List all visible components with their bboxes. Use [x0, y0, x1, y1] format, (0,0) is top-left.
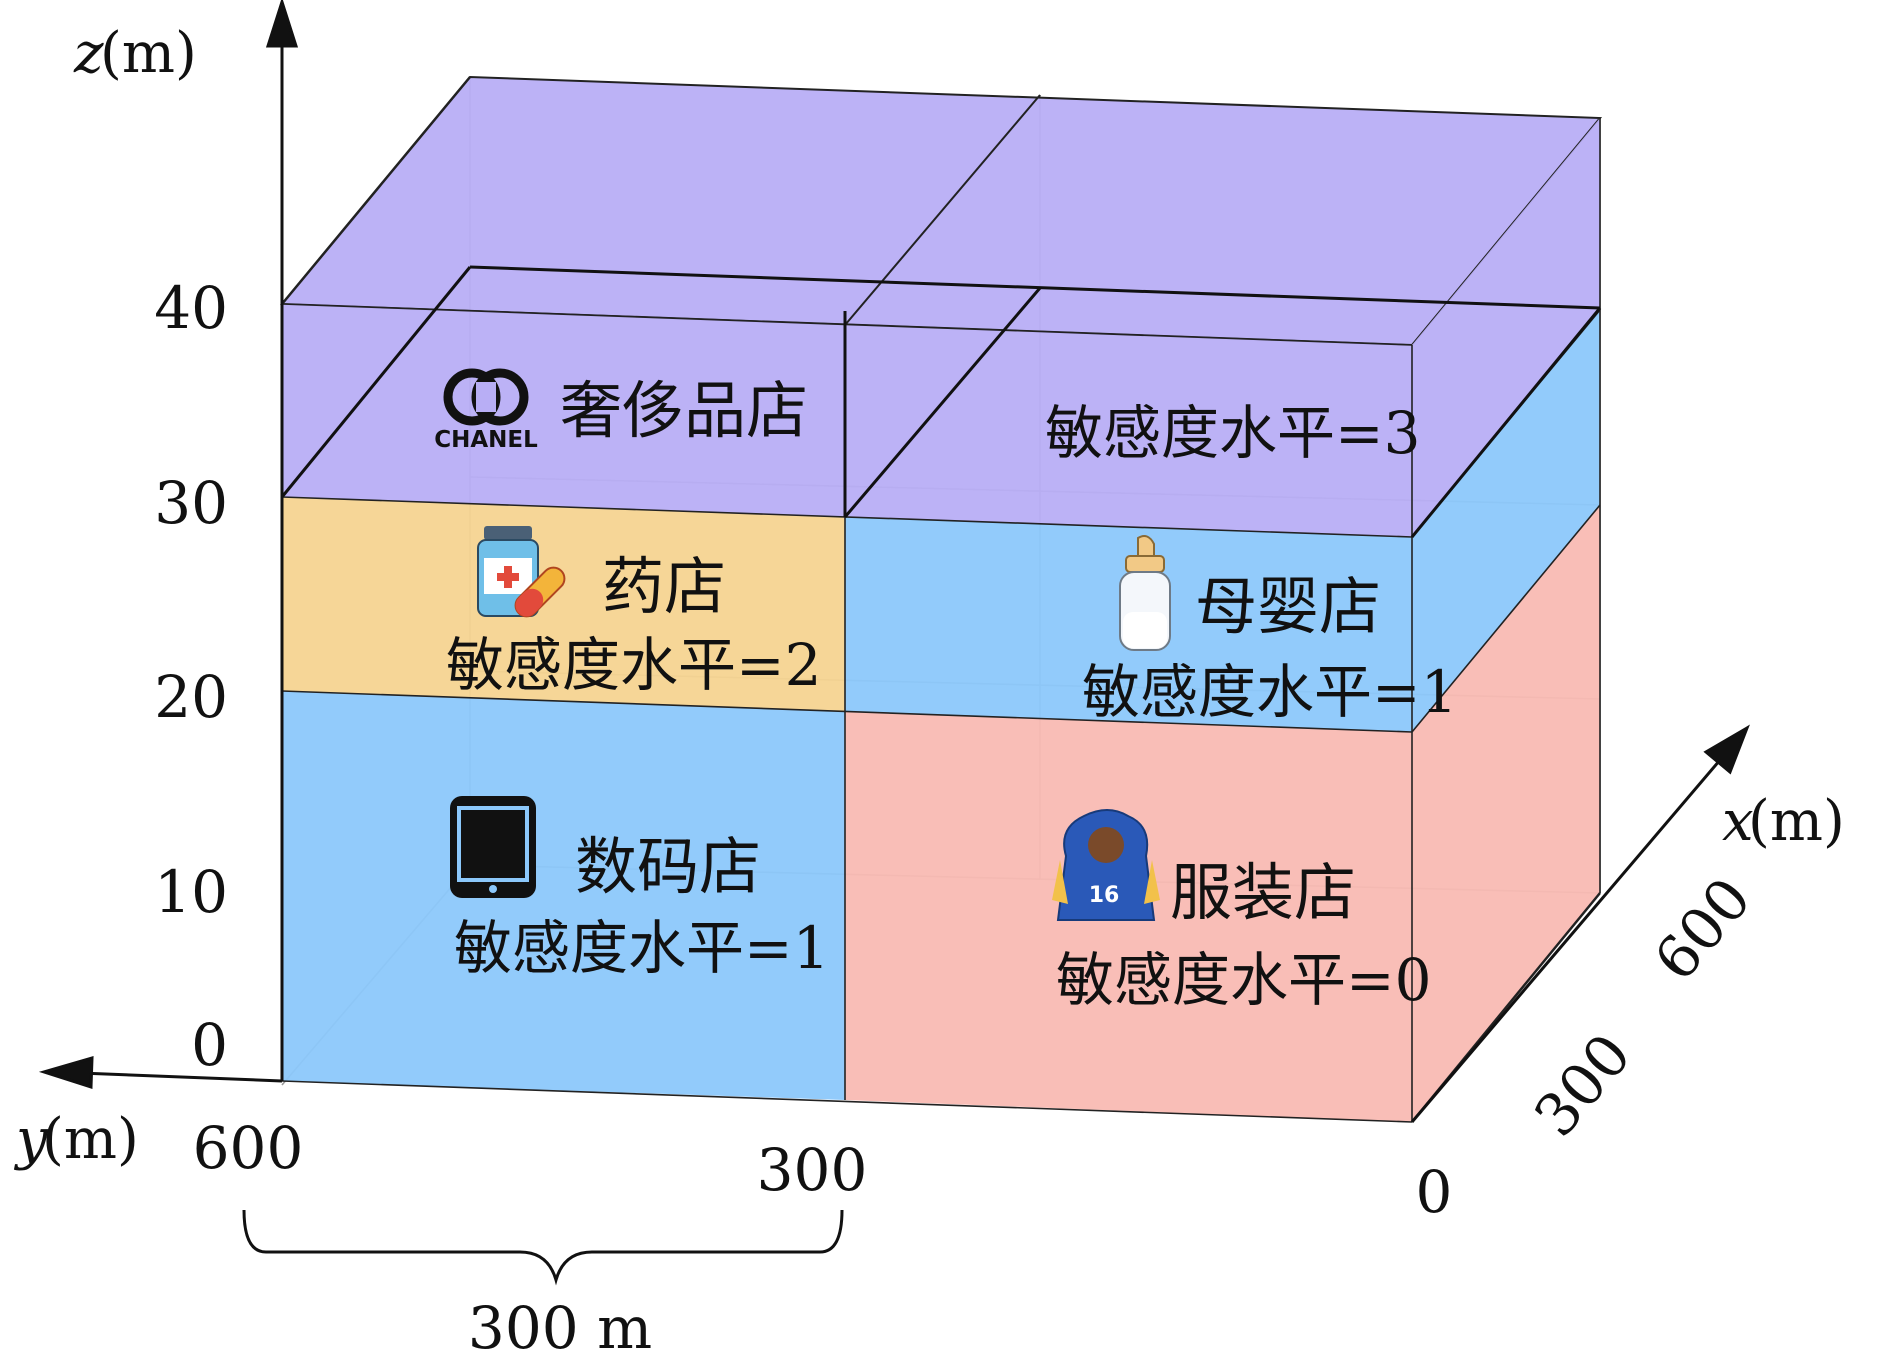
y-axis-unit: (m)	[42, 1107, 139, 1172]
region-pharmacy-name: 药店	[602, 550, 726, 623]
x-axis-arrow	[1703, 724, 1750, 775]
y-tick-0: 0	[1416, 1158, 1453, 1226]
top-face-divider	[844, 94, 1041, 326]
z-axis-arrow	[265, 0, 299, 48]
tablet-icon	[450, 796, 536, 898]
span-label: 300 m	[468, 1294, 652, 1350]
z-ticks: 0 10 20 30 40	[154, 274, 228, 1079]
region-pharmacy-sensitivity: 敏感度水平=2	[446, 631, 822, 699]
region-pharmacy: 药店 敏感度水平=2	[446, 526, 822, 699]
y-tick-300: 300	[757, 1136, 868, 1204]
x-tick-600: 600	[1641, 865, 1764, 994]
z-tick-0: 0	[191, 1011, 228, 1079]
jersey-icon: 16	[1052, 809, 1160, 921]
z-tick-10: 10	[154, 858, 228, 926]
y-ticks: 600 300 0	[193, 1114, 1453, 1226]
x-axis-var: x	[1722, 789, 1754, 854]
region-baby: 母婴店 敏感度水平=1	[1082, 535, 1458, 726]
z-tick-30: 30	[154, 469, 228, 537]
x-axis-label: x (m)	[1722, 789, 1845, 854]
jersey-number: 16	[1089, 883, 1120, 908]
y-axis-arrow	[38, 1055, 94, 1090]
z-tick-40: 40	[154, 274, 228, 342]
span-brace	[242, 1209, 844, 1286]
front-face	[281, 303, 1413, 1123]
region-baby-sensitivity: 敏感度水平=1	[1082, 658, 1458, 726]
top-inner-left	[281, 76, 471, 305]
baby-bottle-icon	[1119, 535, 1171, 651]
y-axis-line	[79, 1071, 283, 1083]
z-tick-20: 20	[154, 663, 228, 731]
region-clothing-name: 服装店	[1170, 856, 1356, 929]
axes	[38, 0, 1750, 1123]
region-luxury-sensitivity: 敏感度水平=3	[1045, 399, 1421, 467]
inner-box-outline	[280, 265, 1602, 538]
y-axis-label: y (m)	[13, 1107, 139, 1172]
medicine-bottle-icon	[477, 526, 566, 618]
region-digital: 数码店 敏感度水平=1	[450, 796, 830, 982]
chanel-logo-text: CHANEL	[434, 427, 538, 453]
x-axis-line	[1410, 759, 1722, 1123]
y-axis-var: y	[13, 1107, 49, 1172]
x-tick-300: 300	[1521, 1021, 1644, 1150]
right-face	[1411, 118, 1601, 1123]
region-luxury: CHANEL 奢侈品店 敏感度水平=3	[434, 368, 1421, 467]
region-clothing-sensitivity: 敏感度水平=0	[1056, 946, 1432, 1014]
region-luxury-name: 奢侈品店	[560, 374, 808, 447]
y-tick-600: 600	[193, 1114, 304, 1182]
z-axis-label: z (m)	[73, 21, 197, 86]
region-clothing: 16 服装店 敏感度水平=0	[1052, 809, 1432, 1014]
region-digital-name: 数码店	[575, 830, 761, 903]
chanel-logo-icon: CHANEL	[434, 368, 538, 453]
region-baby-name: 母婴店	[1195, 570, 1381, 643]
z-axis-unit: (m)	[100, 21, 197, 86]
z-axis-var: z	[73, 21, 104, 86]
region-digital-sensitivity: 敏感度水平=1	[454, 914, 830, 982]
x-axis-unit: (m)	[1748, 789, 1845, 854]
